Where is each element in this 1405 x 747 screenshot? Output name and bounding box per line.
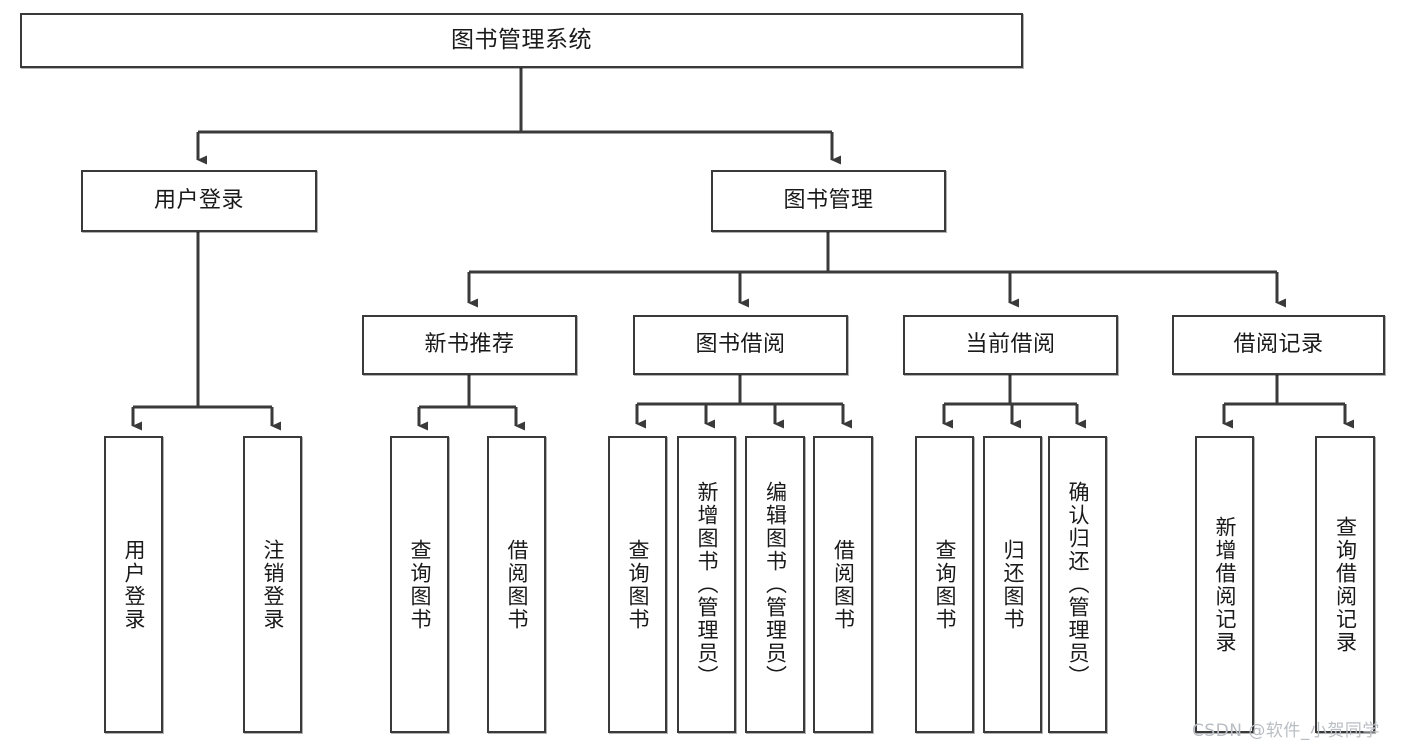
node-user-login[interactable]: 用户登录 (81, 170, 317, 232)
node-leaf-cb-query-book[interactable]: 查询图书 (915, 436, 974, 733)
node-label: 图书管理系统 (451, 27, 592, 54)
node-label: 注销登录 (261, 538, 285, 631)
node-label: 确认归还（管理员） (1066, 481, 1090, 688)
node-label: 查询图书 (408, 538, 432, 631)
node-leaf-br-query-record[interactable]: 查询借阅记录 (1315, 436, 1375, 733)
node-book-borrow[interactable]: 图书借阅 (633, 315, 848, 375)
node-leaf-cb-return-book[interactable]: 归还图书 (983, 436, 1042, 733)
node-leaf-nbr-query-book[interactable]: 查询图书 (390, 436, 449, 733)
node-new-book-recommend[interactable]: 新书推荐 (362, 315, 577, 375)
node-current-borrow[interactable]: 当前借阅 (903, 315, 1118, 375)
node-root-book-management-system[interactable]: 图书管理系统 (20, 13, 1023, 68)
node-label: 图书管理 (783, 188, 874, 214)
node-label: 用户登录 (153, 188, 244, 214)
node-label: 查询图书 (626, 538, 650, 631)
node-label: 图书借阅 (695, 332, 786, 358)
node-label: 用户登录 (122, 538, 146, 631)
node-label: 新书推荐 (424, 332, 515, 358)
node-label: 借阅图书 (831, 538, 856, 631)
node-leaf-nbr-borrow-book[interactable]: 借阅图书 (487, 436, 546, 733)
node-leaf-cb-confirm-return-admin[interactable]: 确认归还（管理员） (1048, 436, 1107, 733)
node-leaf-br-add-record[interactable]: 新增借阅记录 (1195, 436, 1254, 733)
node-leaf-bb-borrow-book[interactable]: 借阅图书 (813, 436, 873, 733)
node-label: 新增借阅记录 (1213, 515, 1237, 654)
node-label: 借阅图书 (505, 538, 529, 631)
node-leaf-bb-query-book[interactable]: 查询图书 (608, 436, 667, 733)
node-label: 新增图书（管理员） (695, 481, 719, 688)
node-leaf-logout[interactable]: 注销登录 (243, 436, 302, 733)
csdn-watermark: CSDN @软件_小贺同学 (1192, 721, 1380, 741)
node-label: 当前借阅 (965, 332, 1056, 358)
node-borrow-records[interactable]: 借阅记录 (1172, 315, 1385, 375)
node-label: 查询借阅记录 (1333, 515, 1358, 654)
node-label: 归还图书 (1001, 538, 1025, 631)
node-leaf-user-login[interactable]: 用户登录 (104, 436, 163, 733)
node-label: 编辑图书（管理员） (763, 481, 788, 688)
node-leaf-bb-edit-book-admin[interactable]: 编辑图书（管理员） (745, 436, 805, 733)
node-label: 查询图书 (933, 538, 957, 631)
node-leaf-bb-add-book-admin[interactable]: 新增图书（管理员） (677, 436, 736, 733)
node-book-management[interactable]: 图书管理 (711, 170, 946, 232)
node-label: 借阅记录 (1233, 332, 1324, 358)
